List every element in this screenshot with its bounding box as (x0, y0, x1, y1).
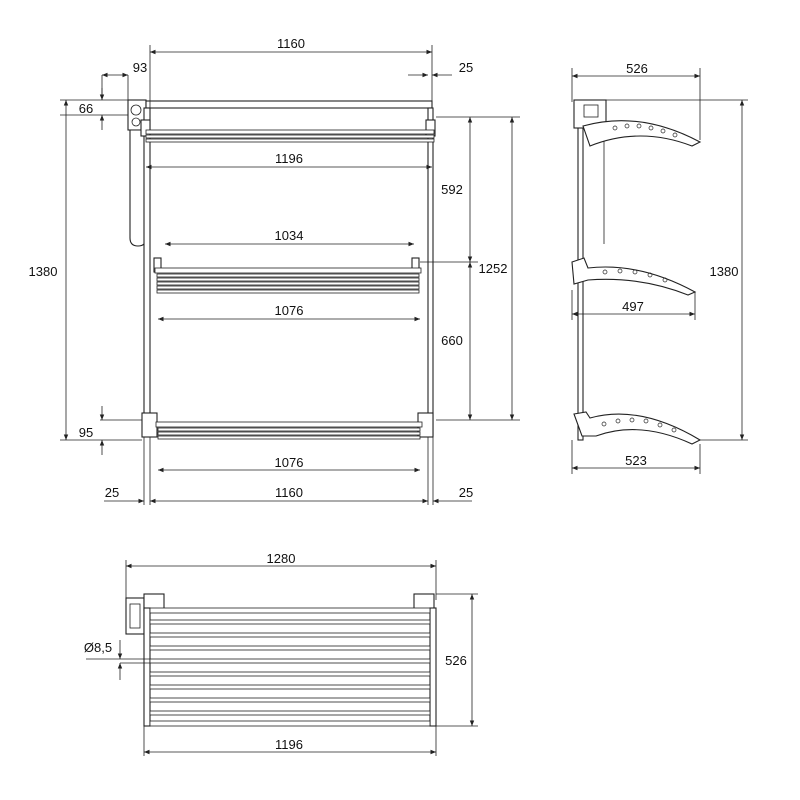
dim-front-bottom-offset-right: 25 (459, 485, 473, 500)
dim-front-lower-rack-width: 1076 (275, 455, 304, 470)
dim-front-bottom-offset-left: 25 (105, 485, 119, 500)
side-middle-arm (571, 257, 697, 296)
dim-side-top-depth: 526 (626, 61, 648, 76)
dim-top-rack-width: 1196 (275, 737, 303, 752)
dim-front-total-height: 1380 (29, 264, 58, 279)
dim-side-total-height: 1380 (710, 264, 739, 279)
dim-front-rail-height: 1252 (479, 261, 508, 276)
lower-rack (141, 412, 434, 440)
middle-rack (153, 257, 422, 294)
side-top-arm (582, 120, 702, 147)
dim-front-bottom-offset-height: 95 (79, 425, 93, 440)
top-view-rods (149, 607, 431, 727)
dim-side-middle-depth: 497 (622, 299, 644, 314)
dim-side-bottom-depth: 523 (625, 453, 647, 468)
dim-front-middle-rack-outer-width: 1034 (275, 228, 304, 243)
dim-front-middle-rack-width: 1076 (275, 303, 304, 318)
dim-front-width-top: 1160 (277, 36, 305, 51)
dim-top-overall-width: 1280 (267, 551, 296, 566)
top-view-bracket (125, 597, 145, 635)
upper-rack (140, 119, 436, 143)
side-view: 526 1380 497 523 (571, 61, 748, 474)
dim-front-upper-rack-width: 1196 (275, 151, 303, 166)
dim-top-rod-diameter: Ø8,5 (84, 640, 112, 655)
right-upright (427, 107, 434, 437)
front-view: 1160 93 25 66 1196 1034 1076 1076 1160 2… (29, 36, 520, 505)
top-view-right-side (429, 607, 437, 727)
dim-front-lower-spacing: 660 (441, 333, 463, 348)
dim-front-offset-left-top: 93 (133, 60, 147, 75)
top-rail (145, 100, 433, 109)
top-view-left-side (143, 607, 151, 727)
left-upright (143, 107, 151, 437)
wall-bracket (127, 99, 147, 247)
side-bottom-arm (573, 411, 702, 445)
dim-front-bracket-height: 66 (79, 101, 93, 116)
dim-front-upper-spacing: 592 (441, 182, 463, 197)
dim-top-depth: 526 (445, 653, 467, 668)
dim-front-bottom-width: 1160 (275, 485, 303, 500)
dim-front-offset-right-top: 25 (459, 60, 473, 75)
top-view: 1280 526 Ø8,5 1196 (84, 551, 478, 756)
